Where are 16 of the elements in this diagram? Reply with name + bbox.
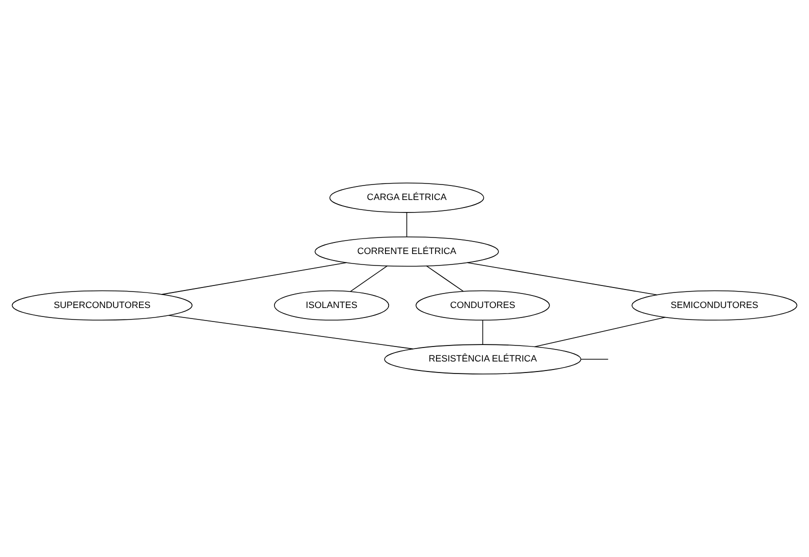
connector bbox=[168, 314, 414, 350]
connector bbox=[350, 266, 388, 292]
node-ellipse: CONDUTORES bbox=[416, 290, 550, 321]
connector bbox=[466, 262, 658, 296]
connector bbox=[534, 316, 666, 348]
node-ellipse: SUPERCONDUTORES bbox=[12, 290, 192, 321]
connector bbox=[482, 320, 484, 345]
connector bbox=[161, 262, 347, 295]
node-ellipse: SEMICONDUTORES bbox=[632, 290, 798, 321]
node-ellipse: CORRENTE ELÉTRICA bbox=[314, 236, 499, 267]
connector bbox=[580, 358, 609, 360]
node-ellipse: CARGA ELÉTRICA bbox=[329, 182, 484, 213]
node-ellipse: RESISTÊNCIA ELÉTRICA bbox=[384, 344, 582, 374]
node-ellipse: ISOLANTES bbox=[274, 290, 390, 321]
connector bbox=[406, 212, 408, 238]
connector bbox=[426, 266, 464, 292]
